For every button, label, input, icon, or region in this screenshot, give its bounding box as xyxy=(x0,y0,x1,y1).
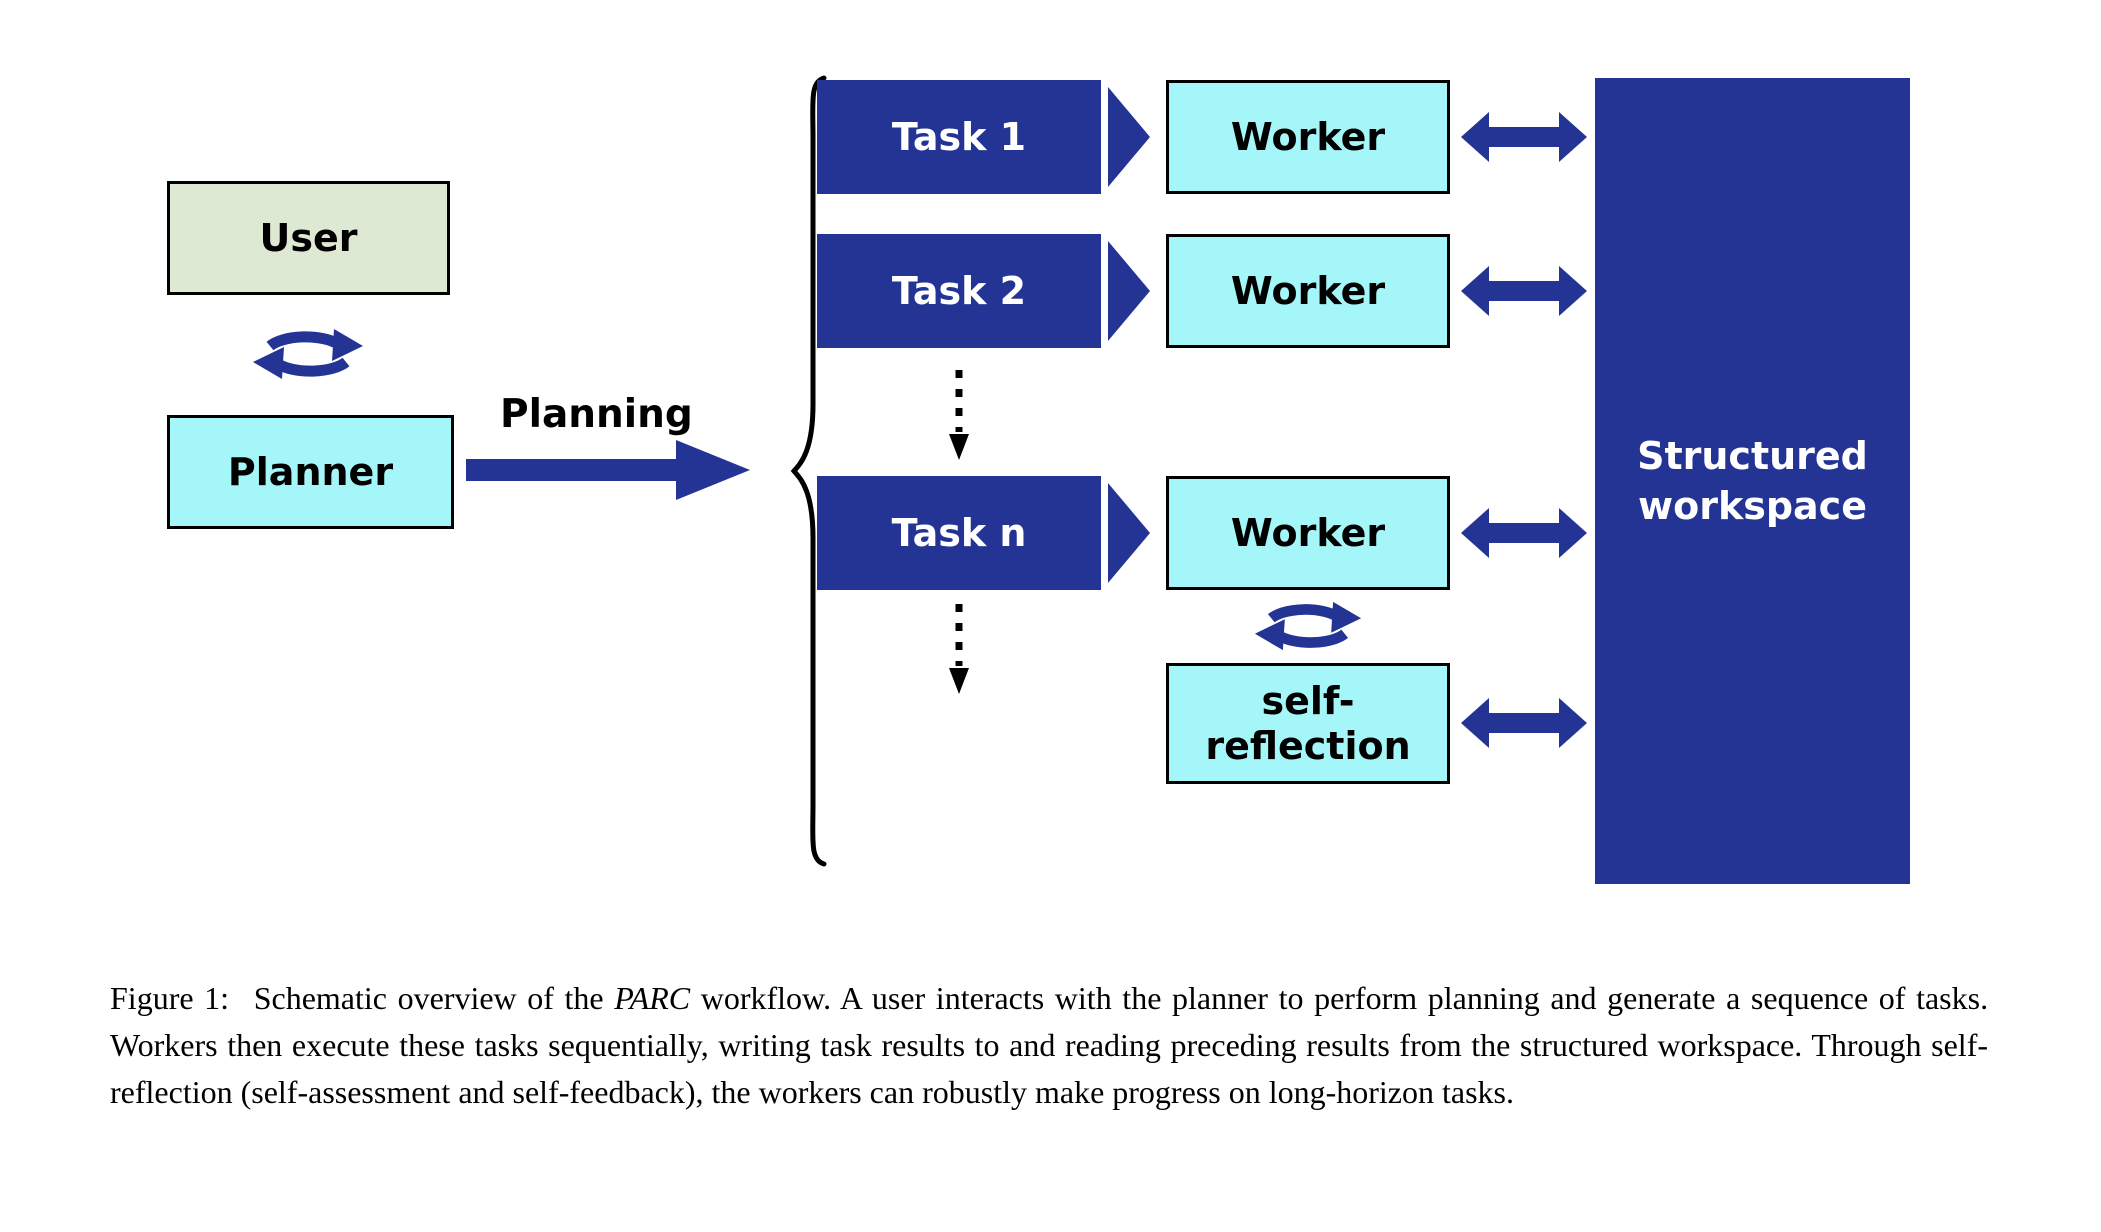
task-n-label: Task n xyxy=(891,511,1027,555)
task-n-box: Task n xyxy=(817,476,1101,590)
structured-workspace-label: Structured workspace xyxy=(1637,433,1868,528)
cycle-arrows-icon xyxy=(253,329,363,379)
task-2-label: Task 2 xyxy=(891,269,1027,313)
planner-box: Planner xyxy=(167,415,454,529)
self-reflection-label-line1: self- xyxy=(1261,678,1355,723)
figure-caption: Figure 1: Schematic overview of the PARC… xyxy=(110,975,1988,1116)
worker-1-bidirectional-arrow-icon xyxy=(1461,112,1587,162)
worker-1-label: Worker xyxy=(1230,115,1386,159)
task-group-brace xyxy=(790,75,827,867)
cycle-arrows-icon xyxy=(1254,601,1362,651)
task-1-label: Task 1 xyxy=(891,115,1027,159)
structured-workspace-box: Structured workspace xyxy=(1595,78,1910,884)
worker-1-box: Worker xyxy=(1166,80,1450,194)
self-reflection-label-line2: reflection xyxy=(1205,723,1411,768)
task-1-box: Task 1 xyxy=(817,80,1101,194)
worker-2-bidirectional-arrow-icon xyxy=(1461,266,1587,316)
figure-caption-text-1: Schematic overview of the xyxy=(253,980,604,1016)
figure-caption-text-2: workflow. A user interacts with the plan… xyxy=(110,980,1989,1110)
worker-2-box: Worker xyxy=(1166,234,1450,348)
self-reflection-bidirectional-arrow-icon xyxy=(1461,698,1587,748)
task-1-arrow-icon xyxy=(1108,87,1150,187)
figure-caption-parc-italic: PARC xyxy=(614,980,691,1016)
worker-2-label: Worker xyxy=(1230,269,1386,313)
worker-n-bidirectional-arrow-icon xyxy=(1461,508,1587,558)
self-reflection-box: self- reflection xyxy=(1166,663,1450,784)
task-n-arrow-icon xyxy=(1108,483,1150,583)
planning-arrow-icon xyxy=(466,440,750,500)
worker-n-label: Worker xyxy=(1230,511,1386,555)
worker-n-box: Worker xyxy=(1166,476,1450,590)
task-2-box: Task 2 xyxy=(817,234,1101,348)
user-label: User xyxy=(259,216,358,260)
task-2-arrow-icon xyxy=(1108,241,1150,341)
figure-caption-number: Figure 1: xyxy=(110,980,230,1016)
user-box: User xyxy=(167,181,450,295)
planning-label: Planning xyxy=(500,392,693,437)
planner-label: Planner xyxy=(227,450,394,494)
dotted-arrow-icon xyxy=(949,370,969,460)
dotted-arrow-icon xyxy=(949,604,969,694)
